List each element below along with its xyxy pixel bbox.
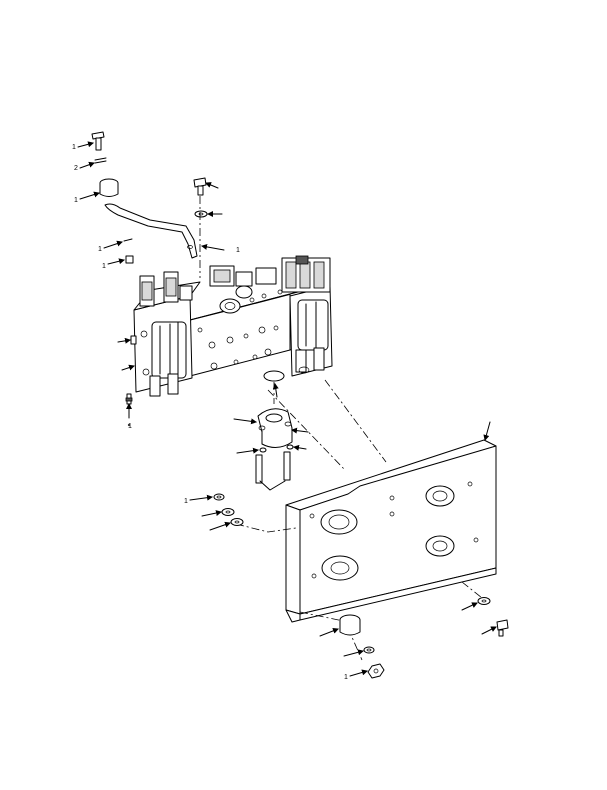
top-left-lock-washer xyxy=(94,157,107,164)
split-flange xyxy=(257,408,293,448)
callout-arrows xyxy=(77,141,497,677)
mounting-bracket xyxy=(104,203,198,259)
callout-label: 1 xyxy=(102,263,106,270)
left-washer-2 xyxy=(230,518,244,526)
callout-label: 1 xyxy=(184,498,188,505)
flange-lock-washers xyxy=(259,444,294,453)
callout-label: 1 xyxy=(98,246,102,253)
bracket-small-bolt xyxy=(123,238,134,264)
top-center-bolt xyxy=(193,177,207,196)
valve-manifold xyxy=(133,255,333,397)
callout-label: 1 xyxy=(344,674,348,681)
mounting-plate xyxy=(285,439,497,623)
callout-label: 2 xyxy=(74,165,78,172)
centerline-plate-2 xyxy=(324,379,387,463)
right-washer xyxy=(477,597,491,605)
centerline-plate-1 xyxy=(267,389,346,471)
bottom-washer xyxy=(363,646,375,654)
centerline-left-fasteners xyxy=(235,523,297,533)
left-bolt xyxy=(213,493,225,501)
left-side-plug xyxy=(130,335,137,345)
callout-v-lines xyxy=(259,480,286,491)
left-washer-1 xyxy=(221,508,235,516)
callout-label: 1 xyxy=(72,144,76,151)
rubber-isolator xyxy=(339,614,361,636)
flange-cap-screws xyxy=(255,451,291,484)
callout-label: 1 xyxy=(74,197,78,204)
top-left-bushing xyxy=(99,178,119,197)
bottom-nut xyxy=(367,663,385,679)
o-ring xyxy=(263,370,285,382)
callout-label: 1 xyxy=(128,423,132,430)
top-left-bolt xyxy=(91,131,105,151)
centerline-right xyxy=(461,581,483,599)
callout-label: 1 xyxy=(236,247,240,254)
right-bolt xyxy=(496,619,509,637)
top-center-washer xyxy=(194,210,208,218)
